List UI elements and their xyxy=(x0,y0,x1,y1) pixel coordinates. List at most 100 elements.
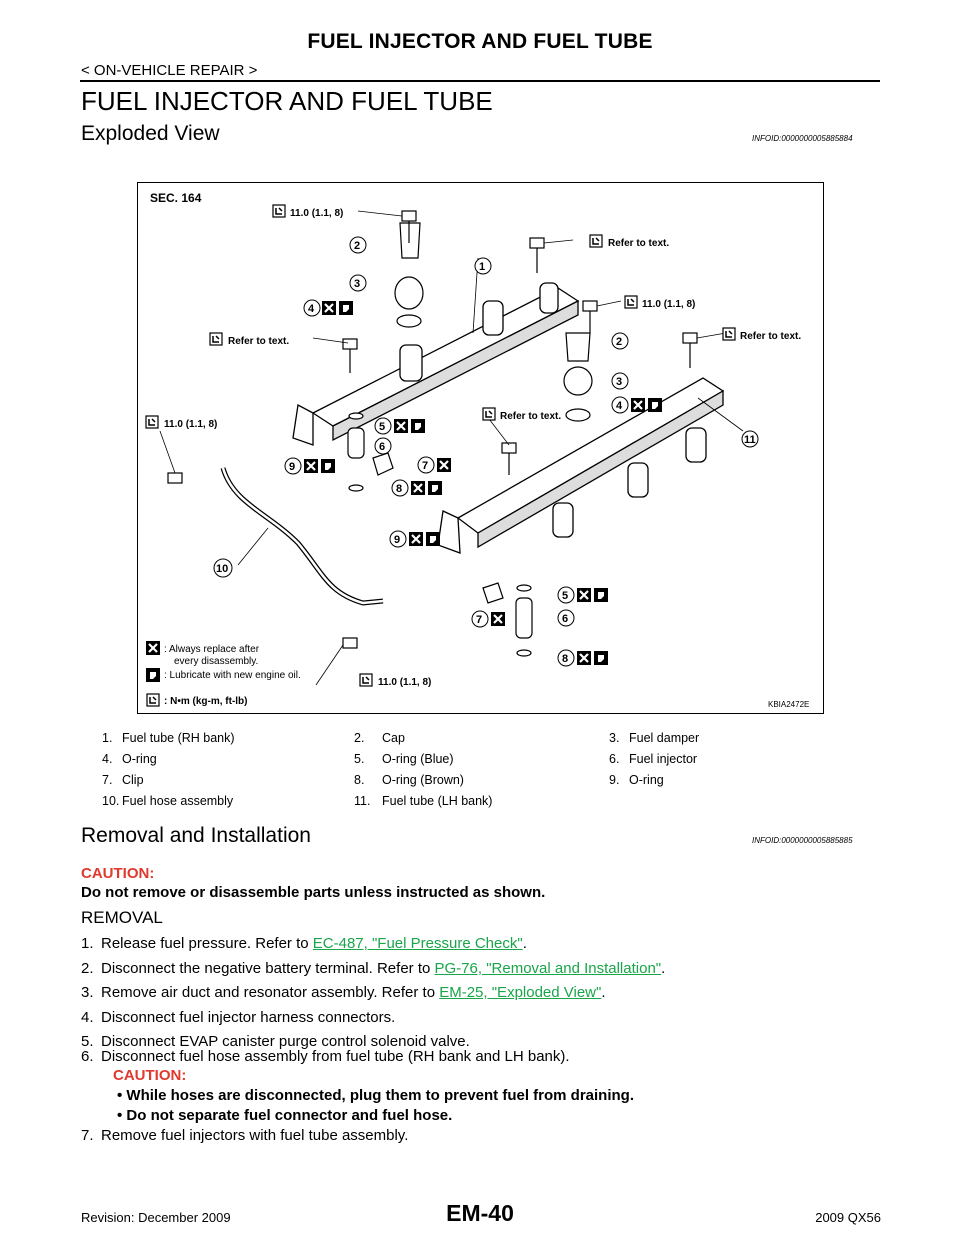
refer-label-4: Refer to text. xyxy=(482,407,561,422)
footer-revision: Revision: December 2009 xyxy=(81,1210,231,1225)
callout-8-left: 8 xyxy=(391,479,442,497)
svg-text:8: 8 xyxy=(562,653,568,665)
legend-number: 5. xyxy=(354,752,365,766)
torque-label-4: 11.0 (1.1, 8) xyxy=(359,673,431,688)
svg-text:1: 1 xyxy=(479,261,485,273)
svg-text:11.0 (1.1, 8): 11.0 (1.1, 8) xyxy=(164,419,217,430)
svg-text:: Always replace after: : Always replace after xyxy=(164,644,260,655)
legend-number: 10. xyxy=(102,794,120,808)
step-number: 1. xyxy=(81,935,94,952)
callout-3-right: 3 xyxy=(611,372,629,390)
legend-number: 1. xyxy=(102,731,113,745)
svg-text:11.0 (1.1, 8): 11.0 (1.1, 8) xyxy=(290,208,343,219)
callout-6-right: 6 xyxy=(557,609,575,627)
removal-step: 5.Disconnect EVAP canister purge control… xyxy=(81,1033,470,1050)
step-text-suffix: . xyxy=(522,935,527,952)
svg-text:every disassembly.: every disassembly. xyxy=(174,656,258,667)
svg-text:2: 2 xyxy=(354,240,360,252)
legend-number: 9. xyxy=(609,773,620,787)
torque-label-2: 11.0 (1.1, 8) xyxy=(624,295,695,310)
injector-right-drawing xyxy=(482,582,533,657)
refer-label-3: Refer to text. xyxy=(209,332,289,347)
step-text: Disconnect EVAP canister purge control s… xyxy=(101,1033,470,1050)
svg-text:11.0 (1.1, 8): 11.0 (1.1, 8) xyxy=(378,677,431,688)
removal-step: 2.Disconnect the negative battery termin… xyxy=(81,960,665,977)
svg-text:7: 7 xyxy=(422,460,428,472)
step6-bullet-2: • Do not separate fuel connector and fue… xyxy=(117,1107,453,1124)
legend-label: Clip xyxy=(122,773,144,787)
legend-label: O-ring xyxy=(122,752,157,766)
step-text: Remove air duct and resonator assembly. … xyxy=(101,984,440,1001)
torque-label-1: 11.0 (1.1, 8) xyxy=(272,204,343,219)
callout-1: 1 xyxy=(474,257,492,275)
step-reference-link[interactable]: EM-25, "Exploded View" xyxy=(439,984,602,1001)
legend-number: 4. xyxy=(102,752,113,766)
step-text: Remove fuel injectors with fuel tube ass… xyxy=(101,1127,409,1144)
legend-label: O-ring (Brown) xyxy=(382,773,464,787)
callout-2-right: 2 xyxy=(611,332,629,350)
fuel-tube-rh-drawing xyxy=(292,282,580,446)
step-number: 6. xyxy=(81,1048,94,1065)
svg-text:10: 10 xyxy=(216,563,228,575)
svg-text:2: 2 xyxy=(616,336,622,348)
step-text: Disconnect fuel hose assembly from fuel … xyxy=(101,1048,570,1065)
svg-text:5: 5 xyxy=(379,421,385,433)
step6-caution-label: CAUTION: xyxy=(113,1067,187,1084)
svg-text:11: 11 xyxy=(744,434,756,446)
refer-label-1: Refer to text. xyxy=(589,234,669,249)
step-number: 2. xyxy=(81,960,94,977)
legend-label: Fuel damper xyxy=(629,731,700,745)
callout-2-top: 2 xyxy=(349,236,367,254)
callouts: 2 3 4 1 2 3 4 11 5 6 7 8 9 9 10 5 6 7 8 xyxy=(213,236,759,667)
exploded-view-info-id: INFOID:0000000005885884 xyxy=(752,134,853,143)
breadcrumb: < ON-VEHICLE REPAIR > xyxy=(81,62,258,79)
legend-label: O-ring (Blue) xyxy=(382,752,454,766)
callout-7-right: 7 xyxy=(471,610,507,628)
figure-code: KBIA2472E xyxy=(768,700,809,709)
callout-7-left: 7 xyxy=(417,456,453,474)
legend-label: Fuel injector xyxy=(629,752,698,766)
legend-number: 8. xyxy=(354,773,365,787)
step-reference-link[interactable]: PG-76, "Removal and Installation" xyxy=(434,960,662,977)
svg-text:3: 3 xyxy=(616,376,622,388)
removal-step: 1.Release fuel pressure. Refer to EC-487… xyxy=(81,935,527,952)
svg-text:4: 4 xyxy=(308,303,315,315)
svg-text:: N•m (kg-m, ft-lb): : N•m (kg-m, ft-lb) xyxy=(164,696,248,707)
step-text: Disconnect fuel injector harness connect… xyxy=(101,1009,396,1026)
removal-step: 6. Disconnect fuel hose assembly from fue… xyxy=(81,1048,570,1065)
svg-text:6: 6 xyxy=(562,613,568,625)
removal-info-id: INFOID:0000000005885885 xyxy=(752,836,853,845)
exploded-view-diagram: SEC. 164 xyxy=(144,191,809,709)
removal-step: 3. Remove air duct and resonator assembly… xyxy=(81,984,606,1001)
step-number: 7. xyxy=(81,1127,94,1144)
torque-label-3: 11.0 (1.1, 8) xyxy=(145,415,217,430)
section-title: FUEL INJECTOR AND FUEL TUBE xyxy=(81,86,493,116)
caution-label: CAUTION: xyxy=(81,865,155,882)
legend-number: 11. xyxy=(354,794,371,808)
step-text-suffix: . xyxy=(661,960,666,977)
callout-5-right: 5 xyxy=(557,586,608,604)
step-reference-link[interactable]: EC-487, "Fuel Pressure Check" xyxy=(312,935,523,952)
legend-number: 6. xyxy=(609,752,620,766)
step-number: 3. xyxy=(81,984,94,1001)
bolt-drawings xyxy=(167,210,698,649)
callout-9-left: 9 xyxy=(284,457,335,475)
callout-11: 11 xyxy=(741,430,759,448)
svg-text:5: 5 xyxy=(562,590,568,602)
step6-bullet-1: • While hoses are disconnected, plug the… xyxy=(117,1087,634,1104)
fuel-tube-lh-drawing xyxy=(437,377,725,554)
svg-text:4: 4 xyxy=(616,400,623,412)
legend-number: 2. xyxy=(354,731,365,745)
step-text-suffix: . xyxy=(601,984,606,1001)
svg-text:: Lubricate with new engine oi: : Lubricate with new engine oil. xyxy=(164,670,301,681)
leader-lines xyxy=(159,210,744,686)
legend-label: Cap xyxy=(382,731,405,745)
svg-text:Refer to text.: Refer to text. xyxy=(740,331,801,342)
callout-10: 10 xyxy=(213,558,233,578)
footer-page-number: EM-40 xyxy=(446,1200,514,1226)
svg-text:3: 3 xyxy=(354,278,360,290)
svg-text:8: 8 xyxy=(396,483,402,495)
svg-text:9: 9 xyxy=(394,534,400,546)
figure-sec-label: SEC. 164 xyxy=(150,191,202,205)
injector-left-drawing xyxy=(347,412,394,492)
